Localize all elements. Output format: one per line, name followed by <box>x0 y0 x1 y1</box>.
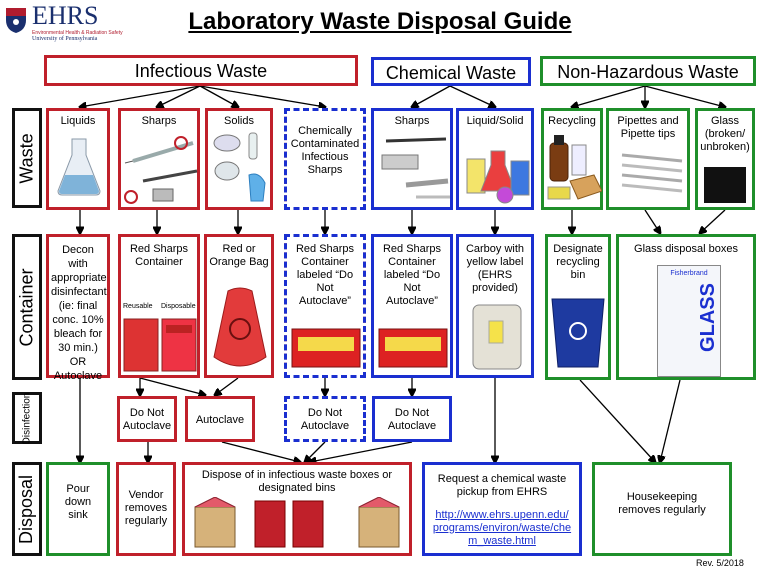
biohazard-boxes-icon <box>194 497 400 548</box>
waste-chem-contam-label: Chemically Contaminated Infectious Sharp… <box>290 125 360 176</box>
waste-recycling-label: Recycling <box>548 115 596 127</box>
broken-glass-icon <box>704 167 746 203</box>
petri-dish-glove-icon <box>213 132 266 202</box>
waste-liquid-solid-label: Liquid/Solid <box>466 115 524 127</box>
glass-box-word: GLASS <box>696 283 719 352</box>
category-nonhazardous: Non-Hazardous Waste <box>540 56 756 86</box>
revision-text: Rev. 5/2018 <box>696 558 744 568</box>
category-infectious: Infectious Waste <box>44 55 358 86</box>
waste-liquid-solid: Liquid/Solid <box>456 108 534 210</box>
category-chemical: Chemical Waste <box>371 57 531 86</box>
disposal-infectious-boxes-text: Dispose of in infectious waste boxes or … <box>201 469 393 494</box>
disinfection-autoclave: Autoclave <box>185 396 255 442</box>
beakers-icon <box>466 150 530 204</box>
blade-icon <box>381 137 450 199</box>
waste-chemically-contaminated-sharps: Chemically Contaminated Infectious Sharp… <box>284 108 366 210</box>
waste-glass-label: Glass (broken/ unbroken) <box>700 115 750 153</box>
biohazard-bag-icon <box>213 287 267 367</box>
waste-sharps-chem-label: Sharps <box>394 115 430 127</box>
waste-liquids: Liquids <box>46 108 110 210</box>
disinfection-do-not-autoclave-2: Do Not Autoclave <box>284 396 366 442</box>
container-glass-boxes: Glass disposal boxes Fisherbrand GLASS <box>616 234 756 380</box>
row-label-container-text: Container <box>16 267 37 347</box>
recycling-bin-icon <box>551 298 605 368</box>
row-label-disposal-text: Disposal <box>16 474 37 544</box>
glass-box-brand: Fisherbrand <box>670 270 708 277</box>
row-label-disposal: Disposal <box>12 462 42 556</box>
syringe-icon <box>124 136 198 204</box>
waste-solids-label: Solids <box>224 115 254 127</box>
row-label-container: Container <box>12 234 42 380</box>
container-red-sharps-labeled-chem: Red Sharps Container labeled “Do Not Aut… <box>371 234 453 378</box>
ehrs-logo: EHRS Environmental Health & Radiation Sa… <box>4 1 134 42</box>
waste-pipettes-label: Pipettes and Pipette tips <box>617 115 679 140</box>
disposal-chemical-pickup: Request a chemical waste pickup from EHR… <box>422 462 582 556</box>
container-red-sharps: Red Sharps Container Reusable Disposable <box>118 234 200 378</box>
disposal-pour-down-sink: Pour down sink <box>46 462 110 556</box>
waste-solids: Solids <box>205 108 273 210</box>
waste-sharps-infectious: Sharps <box>118 108 200 210</box>
disposal-infectious-boxes: Dispose of in infectious waste boxes or … <box>182 462 412 556</box>
carboy-icon <box>472 304 522 370</box>
logo-subtitle: Environmental Health & Radiation Safety <box>32 30 123 36</box>
glass-box-icon: Fisherbrand GLASS <box>657 265 721 377</box>
container-decon: Decon with appropriate disinfectant (ie:… <box>46 234 110 382</box>
container-recycling-bin: Designate recycling bin <box>545 234 611 380</box>
row-label-waste-text: Waste <box>16 132 37 184</box>
container-red-sharps-labeled: Red Sharps Container labeled “Do Not Aut… <box>284 234 366 378</box>
row-label-waste: Waste <box>12 108 42 208</box>
row-label-disinfection-text: Disinfection <box>21 392 33 444</box>
bottle-box-icon <box>547 135 602 200</box>
container-red-sharps-text: Red Sharps Container <box>129 243 189 268</box>
row-label-disinfection: Disinfection <box>12 392 42 444</box>
page-title: Laboratory Waste Disposal Guide <box>188 8 572 35</box>
waste-liquids-label: Liquids <box>60 115 96 127</box>
pipette-icon <box>621 153 683 193</box>
disposal-vendor: Vendor removes regularly <box>116 462 176 556</box>
waste-sharps-chemical: Sharps <box>371 108 453 210</box>
container-recycling-bin-text: Designate recycling bin <box>553 243 603 281</box>
shield-icon <box>6 8 26 33</box>
container-red-bag: Red or Orange Bag <box>204 234 274 378</box>
flask-icon <box>57 138 101 196</box>
container-red-sharps-labeled-chem-text: Red Sharps Container labeled “Do Not Aut… <box>382 243 442 307</box>
disposal-chemical-pickup-text: Request a chemical waste pickup from EHR… <box>437 473 567 498</box>
waste-sharps-label: Sharps <box>141 115 177 127</box>
container-disposable-label: Disposable <box>161 303 196 310</box>
disinfection-do-not-autoclave-1: Do Not Autoclave <box>117 396 177 442</box>
container-decon-text: Decon with appropriate disinfectant (ie:… <box>51 244 107 382</box>
waste-pipettes: Pipettes and Pipette tips <box>606 108 690 210</box>
logo-name: EHRS <box>32 1 99 30</box>
waste-recycling: Recycling <box>541 108 603 210</box>
container-reusable-label: Reusable <box>123 303 153 310</box>
sharps-container-icon-2 <box>291 328 361 368</box>
container-carboy: Carboy with yellow label (EHRS provided) <box>456 234 534 378</box>
container-red-bag-text: Red or Orange Bag <box>209 243 269 268</box>
container-red-sharps-labeled-text: Red Sharps Container labeled “Do Not Aut… <box>295 243 355 307</box>
waste-glass: Glass (broken/ unbroken) <box>695 108 755 210</box>
logo-subtitle-2: University of Pennsylvania <box>32 36 98 42</box>
container-glass-boxes-text: Glass disposal boxes <box>634 243 738 255</box>
disposal-housekeeping: Housekeeping removes regularly <box>592 462 732 556</box>
container-carboy-text: Carboy with yellow label (EHRS provided) <box>465 243 525 294</box>
sharps-container-icon <box>123 318 197 372</box>
sharps-container-icon-3 <box>378 328 448 368</box>
chemical-waste-link[interactable]: http://www.ehrs.upenn.edu/ programs/envi… <box>432 509 572 547</box>
disinfection-do-not-autoclave-3: Do Not Autoclave <box>372 396 452 442</box>
